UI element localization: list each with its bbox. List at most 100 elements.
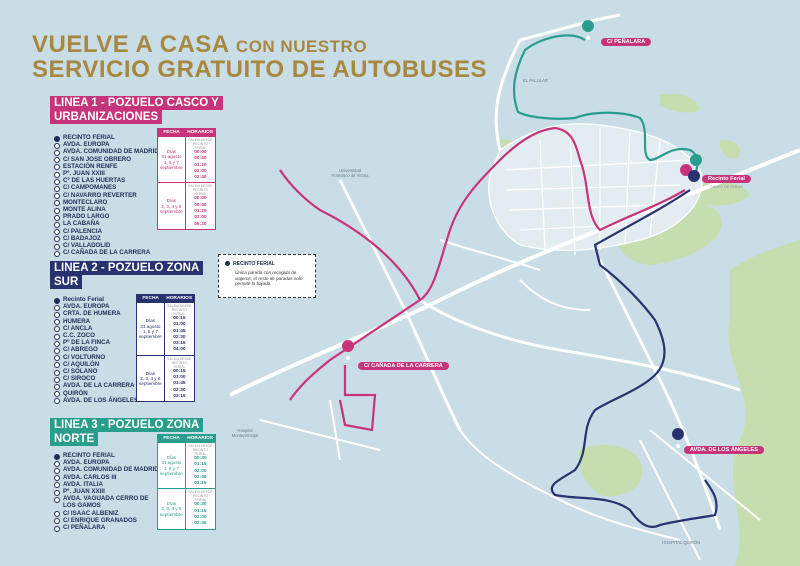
schedule-time: 02:45 (194, 521, 207, 527)
schedule-date: 2, 3, 4 y 6 (161, 506, 182, 512)
marker-recinto (688, 170, 701, 198)
schedule-hint: SALIDA DESDE RECINTO FERIAL (188, 490, 213, 503)
linea2-heading-1: LINEA 2 - POZUELO ZONA (50, 261, 204, 275)
schedule-date: Días (145, 318, 156, 324)
schedule-time: 02:00 (194, 468, 207, 474)
stop-item: Cº DE LAS HUERTAS (54, 177, 159, 185)
schedule-date: 2, 3, 4 y 6 (140, 375, 161, 381)
label-recinto-sub: CAMPO DE FERIAS (710, 185, 744, 189)
schedule-time: 01:20 (194, 209, 207, 215)
title-small: CON NUESTRO (235, 37, 368, 56)
stop-item: C/ ABREGO (54, 346, 138, 355)
schedule-header-fecha: FECHA (136, 294, 165, 303)
linea2-heading: LINEA 2 - POZUELO ZONA SUR (50, 261, 204, 289)
stop-item: Pº. JUAN XXIII (54, 488, 159, 496)
linea1-heading-1: LINEA 1 - POZUELO CASCO Y (50, 96, 223, 110)
stop-item: C/ ANCLA (54, 325, 138, 333)
schedule-header-horarios: HORARIOS (164, 294, 195, 303)
stop-item: Pº DE LA FINCA (54, 339, 138, 347)
schedule-date: Días (166, 198, 177, 204)
schedule-date: 1, 5 y 7 (163, 159, 179, 165)
linea2-heading-2: SUR (50, 275, 83, 289)
pill-recinto: Recinto Ferial (702, 175, 751, 183)
stop-item: RECINTO FERIAL (54, 452, 159, 460)
stop-item: C.C. ZOCO (54, 332, 138, 340)
schedule-time: 02:30 (173, 387, 186, 393)
stop-item: AVDA. COMUNIDAD DE MADRID (54, 466, 159, 475)
stop-item: PRADO LARGO (54, 213, 159, 221)
stop-item: HUMERA (54, 318, 138, 326)
pill-angeles: AVDA. DE LOS ÁNGELES (684, 446, 764, 454)
marker-canada (342, 340, 355, 368)
schedule-date: Días (145, 370, 156, 376)
schedule-time: 00:30 (194, 502, 207, 508)
schedule-time: 04:00 (173, 347, 186, 353)
stop-item: AVDA. COMUNIDAD DE MADRID (54, 148, 159, 157)
schedule-date: septiembre (160, 165, 183, 171)
stop-item: C/ NAVARRO REVERTER (54, 192, 159, 200)
stop-item: AVDA. EUROPA (54, 459, 159, 467)
stop-item: C/ ISAAC ALBENIZ (54, 510, 159, 518)
stop-item: Recinto Ferial (54, 296, 138, 304)
schedule-time: 01:20 (194, 162, 207, 168)
schedule-hint: SALIDA DESDE RECINTO FERIAL (188, 184, 213, 197)
recinto-dot-icon (225, 261, 230, 266)
stop-item: AVDA. ITALIA (54, 481, 159, 489)
streets (229, 13, 800, 561)
stop-item: C/ PEÑALARA (54, 524, 159, 532)
schedule-date: Días (166, 455, 177, 461)
stop-item: MONTE ALINA (54, 206, 159, 214)
poster-title-line1: VUELVE A CASA CON NUESTRO (32, 31, 367, 59)
schedule-time: 02:00 (194, 168, 207, 174)
stop-item: AVDA. EUROPA (54, 141, 159, 149)
schedule-time: 01:45 (173, 381, 186, 387)
schedule-header-horarios: HORARIOS (185, 128, 216, 137)
schedule-time: 02:00 (194, 215, 207, 221)
route-linea1 (279, 126, 686, 432)
stop-item: AVDA. EUROPA (54, 303, 138, 311)
schedule-date: 31 agosto (140, 323, 161, 329)
schedule-time: 00:00 (194, 196, 207, 202)
schedule-hint: SALIDA DESDE RECINTO FERIAL (167, 356, 192, 369)
schedule-header-fecha: FECHA (157, 128, 186, 137)
legend-title: RECINTO FERIAL (233, 261, 275, 267)
legend-description: Única parada con recogida de viajeros, e… (235, 270, 303, 287)
schedule-time: 02:30 (173, 334, 186, 340)
linea1-heading: LINEA 1 - POZUELO CASCO Y URBANIZACIONES (50, 96, 223, 124)
schedule-hint: SALIDA DESDE RECINTO FERIAL (167, 304, 192, 316)
stop-item: C/ SAN JOSE OBRERO (54, 156, 159, 164)
schedule-date: Días (166, 149, 177, 155)
stop-item: C/ AQUILÓN (54, 361, 138, 369)
recinto-legend: RECINTO FERIAL Única parada con recogida… (218, 254, 316, 298)
stop-item: AVDA. DE LA CARRERA (54, 382, 138, 391)
stop-item: C/ BADAJOZ (54, 235, 159, 243)
route-linea2 (550, 189, 718, 528)
schedule-time: 03:15 (173, 341, 186, 347)
label-hospital: Hospital Montepríncipe (231, 428, 259, 438)
linea1-heading-2: URBANIZACIONES (50, 110, 163, 124)
linea3-heading-1: LINEA 3 - POZUELO ZONA (50, 418, 204, 432)
schedule-date: 31 agosto (161, 460, 182, 466)
schedule-hint: SALIDA DESDE RECINTO FERIAL (188, 444, 213, 456)
stop-item: C/ ENRIQUE GRANADOS (54, 517, 159, 525)
route-linea3 (512, 34, 699, 181)
schedule-time: 00:15 (173, 316, 186, 321)
label-palular: EL PALULAR (523, 78, 548, 83)
schedule-time: 00:40 (194, 202, 207, 208)
marker-angeles (672, 428, 685, 456)
schedule-date: 1, 5 y 7 (142, 328, 158, 334)
schedule-time: 01:15 (194, 462, 207, 468)
schedule-date: septiembre (160, 511, 183, 517)
linea3-heading: LINEA 3 - POZUELO ZONA NORTE (50, 418, 204, 446)
stop-item: C/ CAMPOMANES (54, 184, 159, 193)
linea3-heading-2: NORTE (50, 432, 99, 446)
